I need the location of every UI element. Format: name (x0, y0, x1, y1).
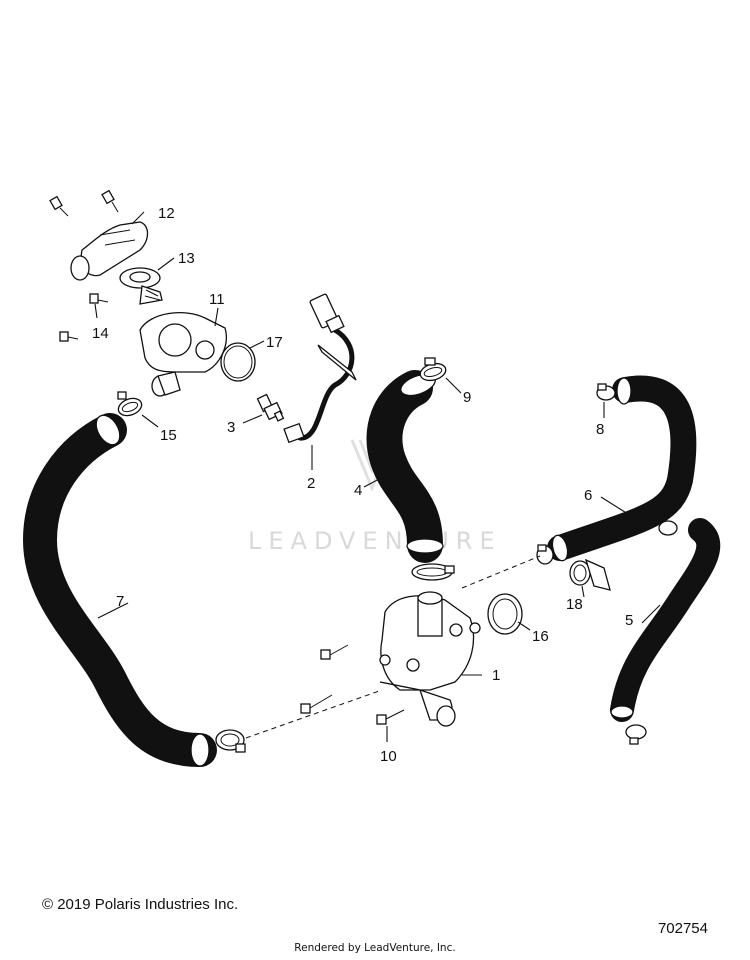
callout-6: 6 (584, 487, 592, 504)
callout-16: 16 (532, 628, 549, 645)
clamp-15 (117, 391, 143, 417)
callout-11: 11 (209, 291, 225, 308)
temperature-sensor-3 (256, 393, 285, 422)
hose-6 (547, 375, 697, 562)
callout-5: 5 (625, 612, 633, 629)
callout-13: 13 (178, 250, 195, 267)
assembly-line-a (245, 689, 383, 739)
callout-10: 10 (380, 748, 397, 765)
thermostat-cover-12 (70, 221, 149, 281)
callout-15: 15 (160, 427, 177, 444)
leader-lines (94, 211, 661, 742)
clamp-hose-4 (411, 563, 455, 581)
hose-5 (610, 518, 721, 722)
bolt-10b (300, 694, 333, 714)
callout-2: 2 (307, 475, 315, 492)
callout-18: 18 (566, 596, 583, 613)
bolt-12a (49, 195, 69, 217)
water-pump-1 (379, 591, 481, 727)
callout-12: 12 (158, 205, 175, 222)
callout-4: 4 (354, 482, 362, 499)
bolt-12b (101, 189, 119, 213)
figure-number: 702754 (657, 920, 708, 937)
thermostat-13 (119, 267, 163, 305)
clamp-hose-5-top (658, 520, 678, 536)
assembly-line-b (461, 555, 541, 589)
bolt-14b (59, 331, 79, 342)
callout-9: 9 (463, 389, 471, 406)
bolt-10a (320, 644, 349, 660)
clamp-hose-7 (215, 729, 246, 753)
callout-14: 14 (92, 325, 109, 342)
hose-4 (366, 370, 444, 563)
thermostat-housing-11 (139, 312, 227, 397)
clamp-8 (596, 383, 616, 401)
clamp-18 (569, 558, 611, 591)
leadventure-watermark: LEADVENTURE (248, 439, 502, 555)
wiring-harness-2 (283, 293, 357, 444)
clamp-hose-6 (536, 544, 554, 565)
callout-8: 8 (596, 421, 604, 438)
bolt-14 (89, 293, 109, 304)
gasket-16 (487, 593, 523, 635)
hose-7 (23, 413, 217, 767)
bolt-10c (376, 709, 405, 725)
o-ring-17 (220, 342, 256, 382)
callout-7: 7 (116, 593, 124, 610)
rendered-by-credit: Rendered by LeadVenture, Inc. (294, 942, 456, 954)
callout-3: 3 (227, 419, 235, 436)
clamp-9 (419, 357, 447, 382)
copyright-notice: © 2019 Polaris Industries Inc. (42, 896, 239, 913)
callout-1: 1 (492, 667, 500, 684)
watermark-text: LEADVENTURE (248, 527, 502, 555)
clamp-hose-5-bottom (625, 724, 647, 745)
callout-17: 17 (266, 334, 283, 351)
